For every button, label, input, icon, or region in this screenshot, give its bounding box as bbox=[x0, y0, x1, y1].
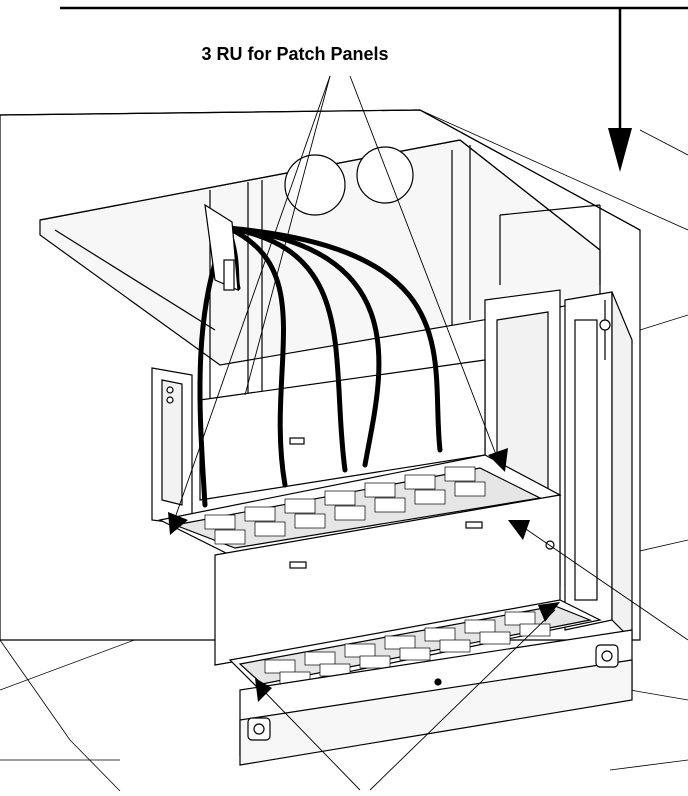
lower-patch-panel bbox=[228, 599, 633, 766]
left-upright-bracket bbox=[151, 367, 193, 526]
patch-panels-callout-label: 3 RU for Patch Panels bbox=[201, 44, 389, 64]
callout-arrowheads bbox=[168, 448, 560, 702]
cable-clamp bbox=[204, 203, 239, 291]
leveling-feet bbox=[247, 644, 619, 741]
upper-patch-panel bbox=[158, 359, 562, 556]
callout-leaders bbox=[174, 75, 688, 791]
top-leader bbox=[60, 6, 688, 172]
